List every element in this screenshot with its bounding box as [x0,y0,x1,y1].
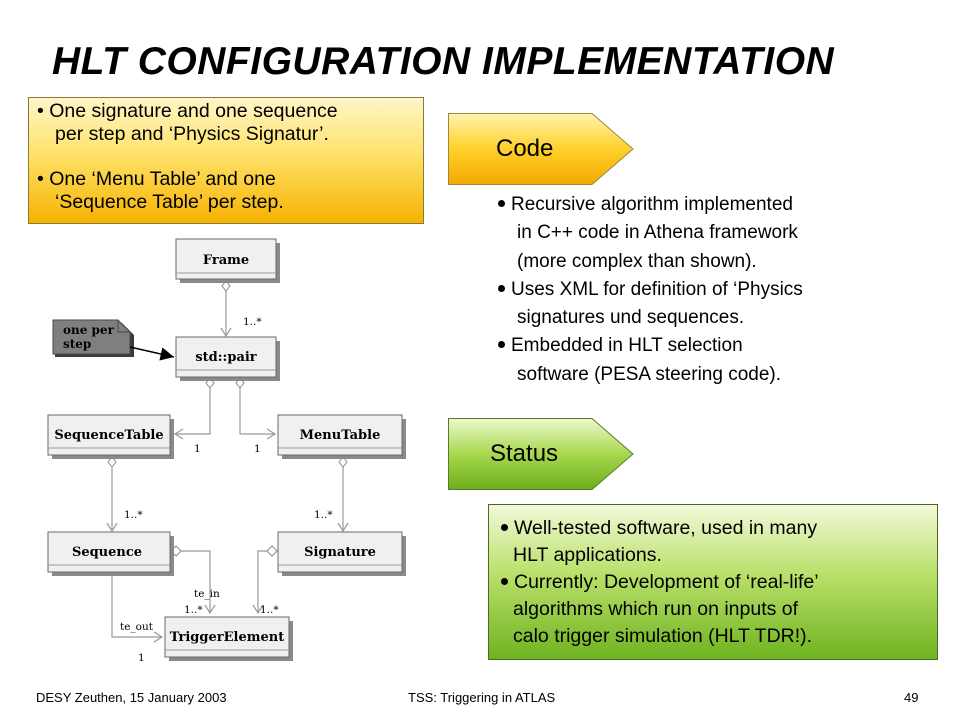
mult-pair-menutable: 1 [254,443,261,455]
class-signature: Signature [277,531,406,576]
status-tag-arrow-shape [448,418,634,490]
bullet-continuation: HLT applications. [513,544,662,566]
intro-point-line2: ‘Sequence Table’ per step. [55,191,284,213]
bullet-dot-icon [498,284,505,292]
bullet-continuation: in C++ code in Athena framework [517,222,798,244]
mult-te-in-sig: 1..* [260,604,279,616]
class-sequence-name: Sequence [72,545,142,560]
role-te-in: te_in [194,588,220,600]
code-bullets: Recursive algorithm implemented in C++ c… [496,191,803,389]
status-tag: Status [448,418,634,490]
bullet-dot-icon [501,577,508,585]
code-tag-label: Code [496,135,554,162]
class-frame: Frame [175,238,280,283]
arrowhead [266,428,277,440]
class-sequence-table: SequenceTable [47,414,174,459]
uml-arrowheads [106,327,349,643]
class-te-name: TriggerElement [170,630,284,645]
diamond-icon [221,280,231,292]
page-title: HLT CONFIGURATION IMPLEMENTATION [52,40,835,83]
arrowhead [173,428,184,440]
class-std-pair: std::pair [175,336,280,381]
intro-point-line1: One signature and one sequence [49,100,338,122]
mult-te-in-seq: 1..* [184,604,203,616]
uml-classes: Frame std::pair SequenceTable MenuTable … [47,238,406,661]
bullet-continuation: algorithms which run on inputs of [513,598,799,620]
class-signature-name: Signature [304,545,376,560]
mult-te-out: 1 [138,652,145,664]
footer-left: DESY Zeuthen, 15 January 2003 [36,690,227,705]
mult-frame-pair: 1..* [243,316,262,328]
intro-point-1: • One signature and one sequence per ste… [37,100,422,146]
connector-pair-menutable [239,384,275,435]
bullet-text: Recursive algorithm implemented [511,194,793,215]
bullet-dot-icon [501,523,508,531]
note-line1: one per [63,323,115,337]
arrowhead [106,522,118,533]
bullet-text: Uses XML for definition of ‘Physics [511,278,803,300]
bullet-glyph: • [37,168,44,190]
status-bullet-2: Currently: Development of ‘real-life’ al… [499,569,819,650]
class-seqtable-name: SequenceTable [54,428,163,443]
status-tag-label: Status [490,440,559,467]
bullet-text: Currently: Development of ‘real-life’ [514,571,819,593]
diamond-icon [107,456,117,468]
connector-sequence-te-out [111,570,162,638]
code-tag: Code [448,113,634,185]
class-menutable-name: MenuTable [300,428,381,443]
arrowhead [220,327,232,338]
bullet-continuation: signatures und sequences. [517,307,745,329]
diamond-icon [338,456,348,468]
intro-point-line1: One ‘Menu Table’ and one [49,168,276,190]
uml-labels: 1..* 1 1 1..* 1..* te_in 1..* 1..* te_ou… [120,316,333,664]
mult-pair-seqtable: 1 [194,443,201,455]
intro-point-line2: per step and ‘Physics Signatur’. [55,123,329,145]
bullet-continuation: (more complex than shown). [517,250,757,272]
status-box: Well-tested software, used in many HLT a… [488,504,938,660]
bullet-glyph: • [37,100,44,122]
bullet-dot-icon [498,341,505,349]
note-pointer-arrow [129,346,175,361]
connector-sequence-te-in [176,550,211,613]
diamond-icon [266,545,278,557]
code-bullet-1: Recursive algorithm implemented in C++ c… [496,191,803,276]
arrowhead [337,522,349,533]
bullet-text: Embedded in HLT selection [511,335,743,357]
note-line2: step [63,337,91,351]
role-te-out: te_out [120,621,154,633]
footer-page-number: 49 [904,690,919,705]
arrowhead [252,604,264,615]
arrowhead [204,604,216,615]
mult-menutable-signature: 1..* [314,509,333,521]
bullet-continuation: calo trigger simulation (HLT TDR!). [513,625,813,647]
connector-pair-seqtable [175,384,211,435]
class-frame-name: Frame [203,253,249,268]
class-menu-table: MenuTable [277,414,406,459]
code-bullet-3: Embedded in HLT selection software (PESA… [496,332,803,389]
mult-seqtable-sequence: 1..* [124,509,143,521]
note-one-per-step: one per step [52,319,175,361]
intro-point-2: • One ‘Menu Table’ and one ‘Sequence Tab… [37,168,422,214]
status-bullets: Well-tested software, used in many HLT a… [499,515,819,650]
status-bullet-1: Well-tested software, used in many HLT a… [499,515,819,569]
code-bullet-2: Uses XML for definition of ‘Physics sign… [496,276,803,333]
bullet-dot-icon [498,199,505,207]
footer-center: TSS: Triggering in ATLAS [408,690,556,705]
code-tag-arrow-shape [448,113,634,185]
class-pair-name: std::pair [195,350,256,365]
intro-box: • One signature and one sequence per ste… [28,97,424,224]
class-trigger-element: TriggerElement [164,616,293,661]
bullet-continuation: software (PESA steering code). [517,363,782,385]
class-sequence: Sequence [47,531,174,576]
bullet-text: Well-tested software, used in many [514,517,818,539]
arrowhead [153,631,164,643]
